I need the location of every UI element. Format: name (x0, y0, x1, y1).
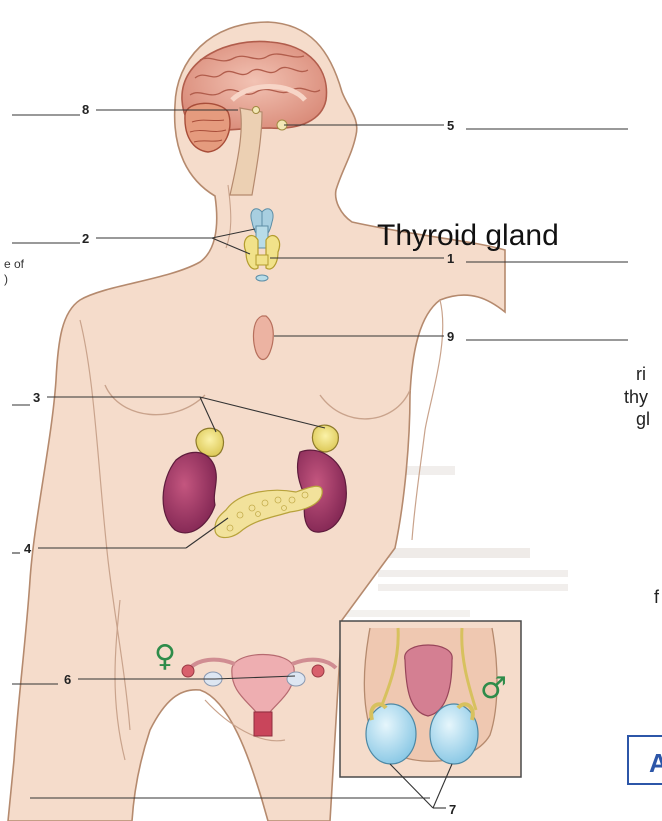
right-fragment-3: gl (636, 409, 650, 429)
marker-5: 5 (447, 118, 454, 133)
marker-7: 7 (449, 802, 456, 817)
marker-1: 1 (447, 251, 454, 266)
adrenal-gland-right (312, 425, 338, 452)
partial-box-letter: A (649, 748, 662, 778)
male-symbol-icon: ♂ (480, 671, 507, 706)
female-symbol-icon: ♀ (154, 639, 176, 674)
ovary-right (287, 672, 305, 686)
marker-9: 9 (447, 329, 454, 344)
right-fragment-2: thy (624, 387, 648, 407)
marker-6: 6 (64, 672, 71, 687)
adrenal-gland-left (196, 428, 223, 456)
right-fragment-1: ri (636, 364, 646, 384)
marker-2: 2 (82, 231, 89, 246)
left-fragment-line2: ) (4, 272, 8, 286)
testis-right (430, 704, 478, 764)
marker-3: 3 (33, 390, 40, 405)
male-reproductive-organs (364, 628, 497, 764)
left-fragment-line1: e of (4, 257, 25, 271)
testis-left (366, 704, 416, 764)
thyroid-gland-annotation: Thyroid gland (377, 219, 559, 252)
marker-4: 4 (24, 541, 32, 556)
marker-8: 8 (82, 102, 89, 117)
